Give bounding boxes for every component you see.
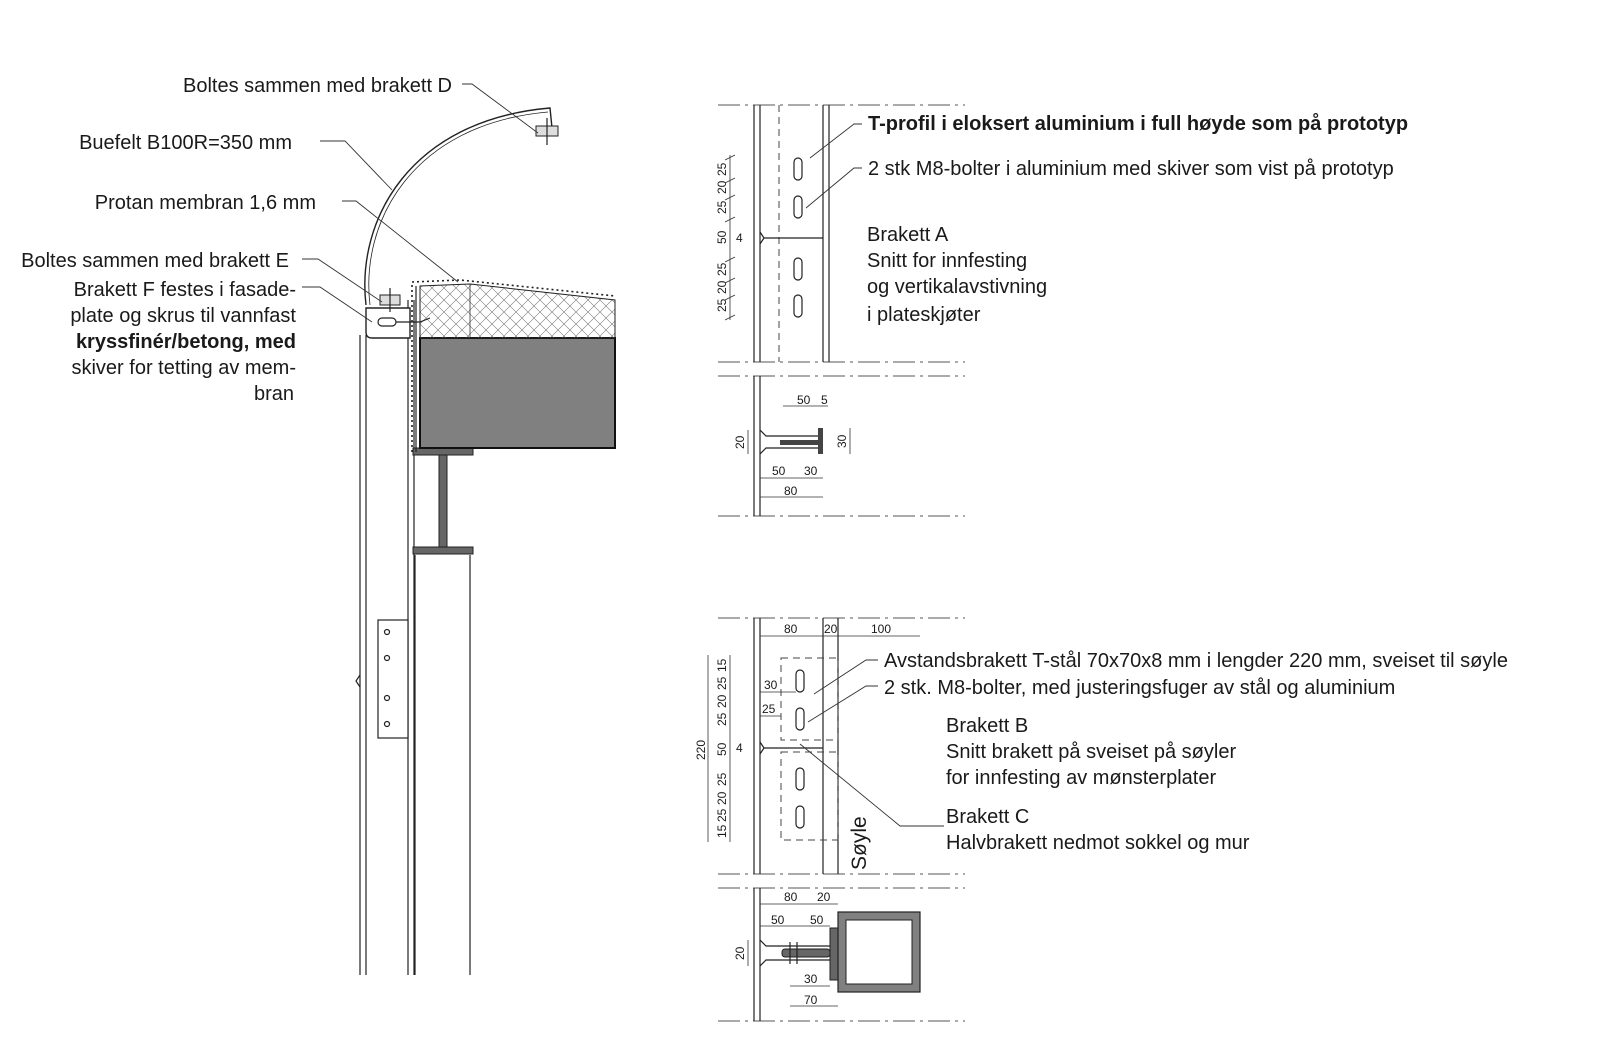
label-bracket-d: Boltes sammen med brakett D	[183, 75, 452, 97]
dim-b-inner-1: 30	[764, 678, 778, 692]
bracket-a-section: 50 5 20 30 50 30 80	[733, 376, 851, 516]
dim-a-5: 4	[736, 231, 743, 245]
dim-a-sec-1: 50	[797, 393, 811, 407]
membrane-line	[411, 279, 616, 452]
bracket-c-desc: Halvbrakett nedmot sokkel og mur	[946, 832, 1250, 854]
note-bolts-b: 2 stk. M8-bolter, med justeringsfuger av…	[884, 677, 1395, 699]
dim-b-sec-6: 30	[804, 972, 818, 986]
dim-a-6: 25	[715, 262, 729, 276]
hinge-plate	[377, 619, 409, 739]
label-bracket-f-line-2: plate og skrus til vannfast	[70, 305, 296, 327]
bracket-c-title: Brakett C	[946, 806, 1029, 828]
dim-b-top-1: 80	[784, 622, 798, 636]
label-bracket-f-line-1: Brakett F festes i fasade-	[74, 279, 296, 301]
dim-a-1: 25	[715, 162, 729, 176]
dim-b-v5: 50	[715, 742, 729, 756]
dim-a-7: 20	[715, 280, 729, 294]
dim-b-sec-2: 20	[817, 890, 831, 904]
dim-b-v1: 15	[715, 658, 729, 672]
dim-b-top-3: 100	[871, 622, 891, 636]
dim-b-sec-3: 50	[771, 913, 785, 927]
dim-b-inner-2: 25	[762, 702, 776, 716]
dim-a-4: 50	[715, 230, 729, 244]
dim-a-sec-2: 5	[821, 393, 828, 407]
bracket-b-elevation: 80 20 100 220 15 25 20 25 50 4 25 20 25 …	[694, 617, 965, 1022]
concrete-slab	[419, 337, 616, 449]
bracket-b-desc-1: Snitt brakett på sveiset på søyler	[946, 741, 1236, 763]
note-spacer: Avstandsbrakett T-stål 70x70x8 mm i leng…	[884, 650, 1508, 672]
dim-b-v9: 25	[715, 808, 729, 822]
dim-b-top-2: 20	[824, 622, 838, 636]
dim-a-sec-7: 80	[784, 484, 798, 498]
dim-b-v7: 25	[715, 772, 729, 786]
dim-a-sec-6: 30	[804, 464, 818, 478]
bracket-a-desc-2: og vertikalavstivning	[867, 276, 1047, 298]
roof-edge-detail	[302, 83, 616, 975]
bracket-a-elevation: 25 20 25 50 4 25 20 25	[715, 104, 965, 517]
label-membrane: Protan membran 1,6 mm	[95, 192, 316, 214]
dim-b-v3: 20	[715, 694, 729, 708]
label-bracket-f-line-3: kryssfinér/betong, med	[76, 331, 296, 353]
bracket-a-desc-1: Snitt for innfesting	[867, 250, 1027, 272]
dim-b-v6: 4	[736, 741, 743, 755]
dim-b-overall: 220	[694, 740, 708, 760]
dim-b-v10: 15	[715, 824, 729, 838]
dim-a-sec-5: 50	[772, 464, 786, 478]
bracket-a-desc-3: i plateskjøter	[867, 304, 981, 326]
dim-a-sec-3: 20	[733, 435, 747, 449]
bracket-b-desc-2: for innfesting av mønsterplater	[946, 767, 1216, 789]
label-bracket-f-line-4: skiver for tetting av mem-	[71, 357, 296, 379]
dim-b-sec-5: 20	[733, 946, 747, 960]
bracket-b-section: 80 20 50 50 20 30 70	[733, 888, 921, 1021]
dim-b-sec-7: 70	[804, 993, 818, 1007]
insulation-layer	[419, 283, 616, 339]
dim-b-sec-1: 80	[784, 890, 798, 904]
dim-b-v8: 20	[715, 791, 729, 805]
steel-i-beam	[412, 447, 474, 555]
label-bracket-e: Boltes sammen med brakett E	[21, 250, 289, 272]
dim-b-sec-4: 50	[810, 913, 824, 927]
label-arc-field: Buefelt B100R=350 mm	[79, 132, 292, 154]
bracket-a-title: Brakett A	[867, 224, 949, 246]
column-label: Søyle	[848, 816, 871, 870]
note-bolts-a: 2 stk M8-bolter i aluminium med skiver s…	[868, 158, 1394, 180]
dim-b-v4: 25	[715, 712, 729, 726]
note-t-profile: T-profil i eloksert aluminium i full høy…	[868, 112, 1408, 135]
arc-field	[364, 107, 553, 306]
dim-a-sec-4: 30	[835, 434, 849, 448]
label-bracket-f-line-5: bran	[254, 383, 294, 405]
dim-a-8: 25	[715, 298, 729, 312]
bracket-b-title: Brakett B	[946, 715, 1028, 737]
dim-b-v2: 25	[715, 676, 729, 690]
dim-a-3: 25	[715, 200, 729, 214]
dim-a-2: 20	[715, 180, 729, 194]
